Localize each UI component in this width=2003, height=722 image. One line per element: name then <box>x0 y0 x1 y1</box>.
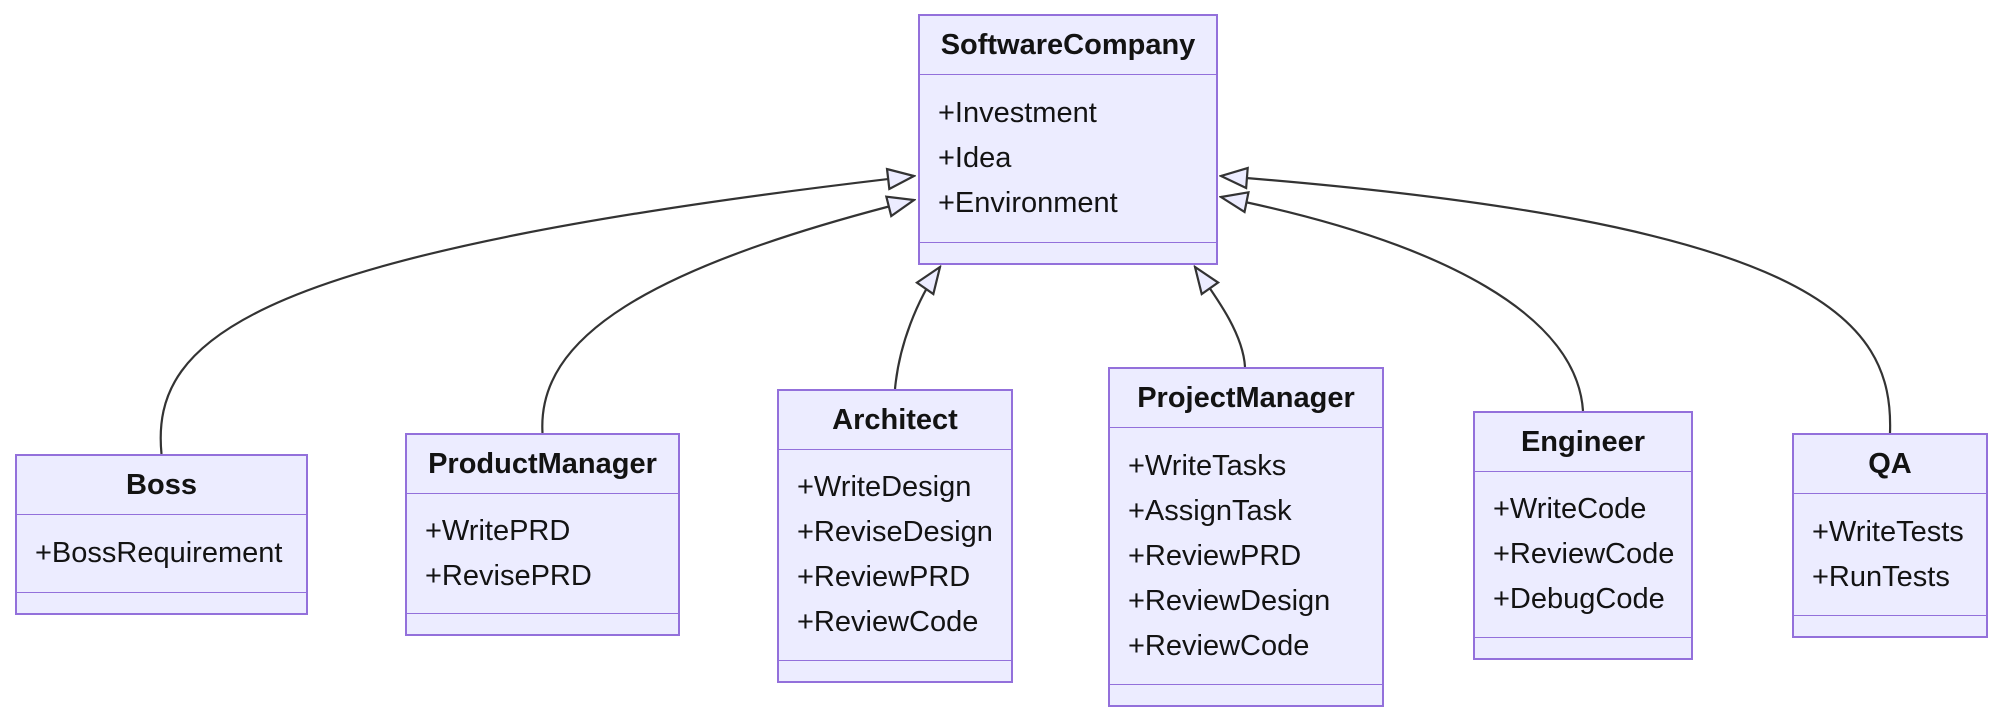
class-name: Engineer <box>1475 413 1691 472</box>
class-methods-section-empty <box>17 592 306 613</box>
class-attributes-section: +Investment +Idea +Environment <box>920 75 1216 242</box>
class-box-qa: QA +WriteTests +RunTests <box>1792 433 1988 638</box>
class-attribute: +WriteTasks <box>1128 449 1287 482</box>
class-methods-section-empty <box>920 242 1216 263</box>
class-box-engineer: Engineer +WriteCode +ReviewCode +DebugCo… <box>1473 411 1693 660</box>
class-attribute: +Idea <box>938 142 1012 174</box>
class-box-projectmanager: ProjectManager +WriteTasks +AssignTask +… <box>1108 367 1384 707</box>
class-attribute: +ReviewDesign <box>1128 584 1331 617</box>
class-attribute: +Environment <box>938 187 1118 219</box>
class-attribute: +ReviewCode <box>797 606 979 638</box>
class-attributes-section: +WritePRD +RevisePRD <box>407 494 678 613</box>
class-attributes-section: +BossRequirement <box>17 515 306 592</box>
class-methods-section-empty <box>779 660 1011 681</box>
class-attribute: +WriteCode <box>1493 493 1647 525</box>
class-attributes-section: +WriteDesign +ReviseDesign +ReviewPRD +R… <box>779 450 1011 660</box>
class-box-productmanager: ProductManager +WritePRD +RevisePRD <box>405 433 680 636</box>
class-name: SoftwareCompany <box>920 16 1216 75</box>
class-name: Architect <box>779 391 1011 450</box>
class-attribute: +DebugCode <box>1493 583 1665 615</box>
class-attribute: +ReviewPRD <box>1128 539 1302 572</box>
class-attribute: +ReviewPRD <box>797 561 971 593</box>
class-attribute: +WritePRD <box>425 514 571 547</box>
class-attribute: +Investment <box>938 97 1097 129</box>
class-box-boss: Boss +BossRequirement <box>15 454 308 615</box>
class-methods-section-empty <box>1794 615 1986 636</box>
class-methods-section-empty <box>407 613 678 634</box>
class-name: Boss <box>17 456 306 515</box>
class-box-softwarecompany: SoftwareCompany +Investment +Idea +Envir… <box>918 14 1218 265</box>
class-name: ProjectManager <box>1110 369 1382 428</box>
class-methods-section-empty <box>1110 684 1382 705</box>
class-attribute: +BossRequirement <box>35 537 283 569</box>
class-attribute: +ReviseDesign <box>797 516 993 548</box>
class-attribute: +WriteTests <box>1812 515 1964 548</box>
edge-projectmanager-to-softwarecompany <box>1195 267 1247 368</box>
class-name: ProductManager <box>407 435 678 494</box>
class-attributes-section: +WriteCode +ReviewCode +DebugCode <box>1475 472 1691 637</box>
class-box-architect: Architect +WriteDesign +ReviseDesign +Re… <box>777 389 1013 683</box>
edge-architect-to-softwarecompany <box>893 267 940 390</box>
class-methods-section-empty <box>1475 637 1691 658</box>
class-attribute: +ReviewCode <box>1493 538 1675 570</box>
class-attribute: +RevisePRD <box>425 559 592 592</box>
class-name: QA <box>1794 435 1986 494</box>
class-attribute: +AssignTask <box>1128 494 1292 527</box>
class-attribute: +RunTests <box>1812 560 1950 593</box>
class-attributes-section: +WriteTests +RunTests <box>1794 494 1986 615</box>
class-attributes-section: +WriteTasks +AssignTask +ReviewPRD +Revi… <box>1110 428 1382 684</box>
class-attribute: +ReviewCode <box>1128 629 1310 662</box>
class-attribute: +WriteDesign <box>797 471 972 503</box>
